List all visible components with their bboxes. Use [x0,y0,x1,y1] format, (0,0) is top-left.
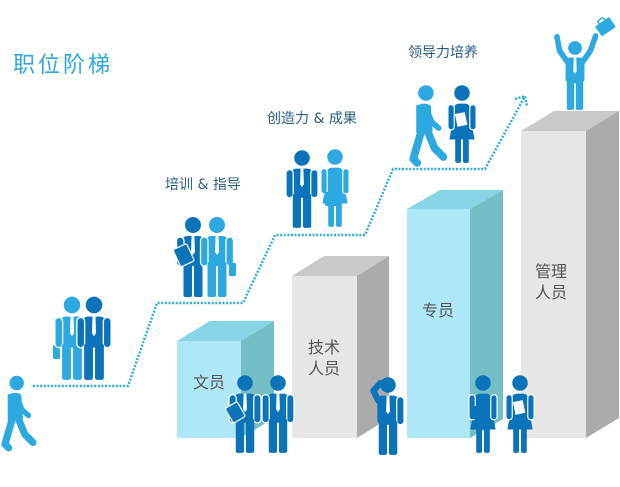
step4-leadership-pair [413,85,477,163]
businessman-icon [285,149,319,229]
briefcase-icon [595,17,616,36]
stage-label-training: 培训 & 指导 [165,177,241,193]
briefcase-icon [325,192,341,206]
level-label-manager: 管理 人员 [521,261,581,303]
level-label-line: 专员 [421,301,454,320]
dotted-arrow-path [33,94,529,388]
phone-call-person-icon [373,377,404,455]
level-label-clerk: 文员 [179,372,239,393]
level-box-manager [521,111,619,438]
bottom-businessmen-pair [225,374,295,454]
briefcase-icon [53,345,60,359]
folder-icon [225,401,246,424]
document-icon [454,112,468,127]
step2-training-pair [172,216,236,298]
walking-person-icon [413,85,443,163]
level-box-technician [292,256,389,438]
level-label-specialist: 专员 [408,300,468,321]
step1-businessmen-pair [53,296,112,381]
folder-icon [172,243,195,267]
level-label-line: 文员 [192,373,225,392]
celebrating-person-icon [557,17,616,109]
walking-person-icon [5,376,33,448]
bottom-businesswomen-pair [468,374,535,454]
stage-label-creativity: 创造力 & 成果 [267,111,357,127]
step3-creativity-pair [285,148,350,229]
briefcase-icon [472,406,486,419]
level-label-line: 管理 [534,262,567,281]
level-label-technician: 技术 人员 [294,337,354,379]
businessman-icon [76,296,112,381]
document-icon [512,400,526,415]
page-title: 职位阶梯 [13,53,114,78]
level-label-line: 人员 [534,283,567,302]
level-label-line: 人员 [307,359,340,378]
stage-label-leadership: 领导力培养 [408,45,478,61]
level-label-line: 技术 [307,338,340,357]
businesswoman-icon [320,148,350,228]
level-box-specialist [407,190,503,438]
briefcase-icon [229,263,236,276]
businessman-icon [199,216,235,298]
